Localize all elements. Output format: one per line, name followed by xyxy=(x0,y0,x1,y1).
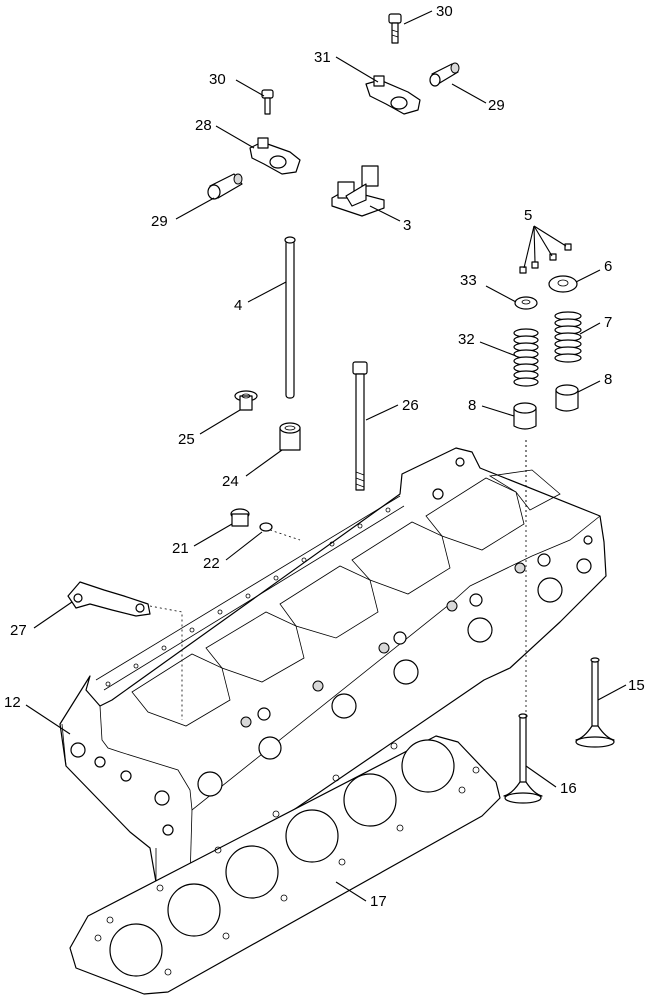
spring-retainer-part-33 xyxy=(514,296,538,310)
valve-seal-part-8-left xyxy=(513,402,537,430)
plug-part-25 xyxy=(234,390,258,411)
callout-17: 17 xyxy=(370,893,387,910)
callout-21: 21 xyxy=(172,540,189,557)
callout-30-top: 30 xyxy=(436,3,453,20)
rocker-shaft-part-29-top xyxy=(429,62,460,87)
bushing-part-24 xyxy=(279,422,301,451)
pushrod-part-4 xyxy=(284,236,296,399)
valve-part-15 xyxy=(575,657,615,748)
o-ring-part-22 xyxy=(259,522,273,532)
callout-7: 7 xyxy=(604,314,612,331)
callout-12: 12 xyxy=(4,694,21,711)
callout-8-right: 8 xyxy=(604,371,612,388)
callout-32: 32 xyxy=(458,331,475,348)
callout-27: 27 xyxy=(10,622,27,639)
head-gasket-part-17 xyxy=(69,735,501,995)
leader-lines xyxy=(25,10,627,902)
valve-spring-part-32 xyxy=(513,328,539,387)
valve-spring-part-7 xyxy=(554,311,582,363)
callout-22: 22 xyxy=(203,555,220,572)
rocker-bracket-part-3 xyxy=(331,165,385,217)
head-bolt-part-26 xyxy=(352,361,368,491)
spring-retainer-part-6 xyxy=(548,275,578,293)
cylinder-head-part-12 xyxy=(59,447,607,891)
bolt-part-30-top xyxy=(388,13,402,44)
callout-8-left: 8 xyxy=(468,397,476,414)
assembly-line-bracket xyxy=(149,605,183,720)
callout-29-left: 29 xyxy=(151,213,168,230)
callout-15: 15 xyxy=(628,677,645,694)
callout-29-top: 29 xyxy=(488,97,505,114)
plug-part-21 xyxy=(230,508,250,527)
valve-keepers-part-5 xyxy=(519,243,572,274)
callout-26: 26 xyxy=(402,397,419,414)
callout-33: 33 xyxy=(460,272,477,289)
bolt-part-30-left xyxy=(261,89,274,115)
rocker-arm-part-31 xyxy=(365,75,421,115)
assembly-line-plug xyxy=(269,529,301,541)
rocker-shaft-part-29-left xyxy=(207,173,243,200)
callout-4: 4 xyxy=(234,297,242,314)
callout-3: 3 xyxy=(403,217,411,234)
lifting-bracket-part-27 xyxy=(67,581,151,617)
valve-part-16 xyxy=(503,713,543,804)
callout-30-left: 30 xyxy=(209,71,226,88)
callout-24: 24 xyxy=(222,473,239,490)
callout-28: 28 xyxy=(195,117,212,134)
callout-31: 31 xyxy=(314,49,331,66)
valve-seal-part-8-right xyxy=(555,384,579,412)
callout-25: 25 xyxy=(178,431,195,448)
callout-16: 16 xyxy=(560,780,577,797)
callout-5: 5 xyxy=(524,207,532,224)
callout-6: 6 xyxy=(604,258,612,275)
rocker-arm-part-28 xyxy=(249,137,301,175)
